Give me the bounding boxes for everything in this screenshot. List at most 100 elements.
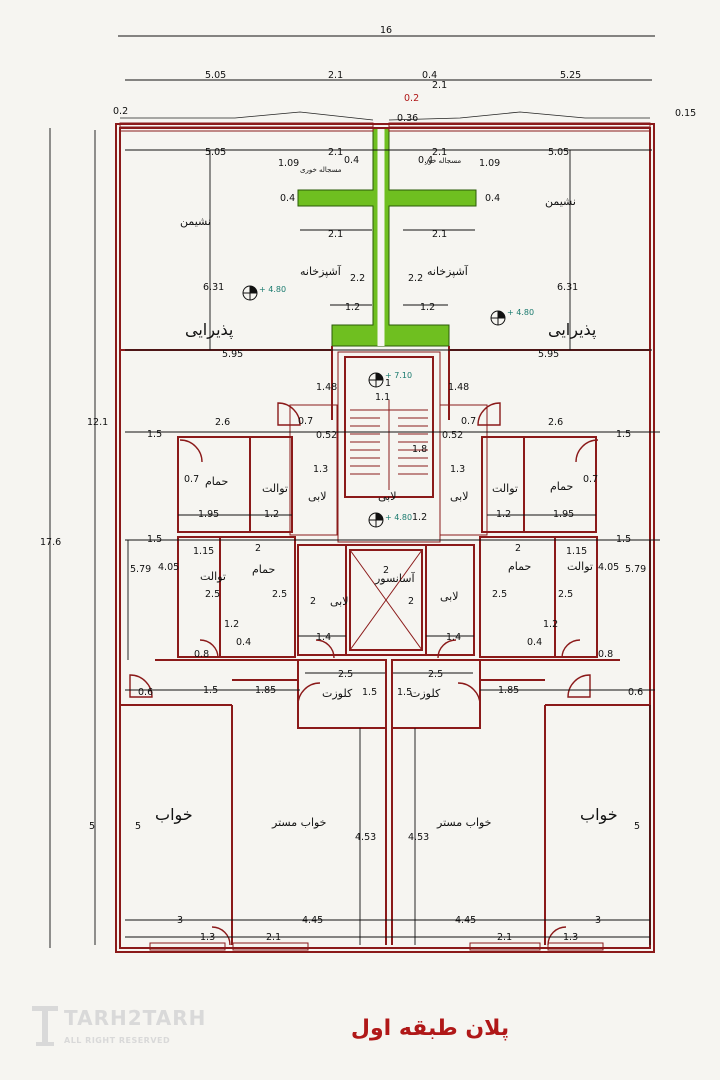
dim-label: 2.1 <box>497 932 512 943</box>
room-label: پذیرایی <box>185 320 233 340</box>
room-label: توالت <box>200 570 226 583</box>
level-label: + 7.10 <box>385 371 412 380</box>
dim-label: 0.6 <box>628 687 643 698</box>
dim-label: 0.36 <box>397 113 418 124</box>
dim-label: 1.95 <box>553 509 574 520</box>
dim-label: 0.52 <box>442 430 463 441</box>
room-label: خواب <box>155 805 193 825</box>
dim-label: 5.95 <box>222 349 243 360</box>
room-label: توالت <box>262 482 288 495</box>
room-label: آشپزخانه <box>427 264 469 278</box>
dim-label: 5.05 <box>548 147 569 158</box>
dim-label: 2 <box>515 543 521 554</box>
dim-label: 1.3 <box>563 932 578 943</box>
dim-label: 2.5 <box>338 669 353 680</box>
room-label: آسانسور <box>374 571 415 585</box>
room-label: توالت <box>567 560 593 573</box>
dim-total-width: 16 <box>380 25 392 36</box>
dim-label: 1.4 <box>316 632 331 643</box>
dim-label: 0.4 <box>280 193 295 204</box>
plan-title: پلان طبقه اول <box>350 1016 510 1041</box>
dim-label: 1.5 <box>147 534 162 545</box>
top-window-strip <box>119 111 651 132</box>
dimension-lines <box>49 35 660 948</box>
dim-label: 3 <box>177 915 183 926</box>
dim-label: 2.1 <box>266 932 281 943</box>
dim-label: 6.31 <box>203 282 224 293</box>
room-label: پذیرایی <box>548 320 596 340</box>
dim-label: 1.5 <box>203 685 218 696</box>
dim-label: 0.7 <box>184 474 199 485</box>
tarh2tarh-logo: TARH2TARH ALL RIGHT RESERVED <box>28 1000 205 1055</box>
dim-label: 0.4 <box>485 193 500 204</box>
dim-label: 2.1 <box>432 147 447 158</box>
dim-label: 4.53 <box>355 832 376 843</box>
dim-label: 1.2 <box>496 509 511 520</box>
dim-label: 1.2 <box>224 619 239 630</box>
dim-label: 2.5 <box>558 589 573 600</box>
dim-label: 4.45 <box>302 915 323 926</box>
room-label: نشیمن <box>180 215 211 228</box>
dim-label: 2.6 <box>548 417 563 428</box>
room-label: خواب مستر <box>436 816 491 829</box>
dim-label: 1.3 <box>450 464 465 475</box>
dim-label: 1.09 <box>278 158 299 169</box>
staircase <box>350 400 428 490</box>
logo-mark-icon <box>32 1006 58 1046</box>
room-label: لابی <box>450 490 469 503</box>
dim-label: 0.4 <box>422 70 437 81</box>
dim-label: 1.3 <box>200 932 215 943</box>
dim-label: 2.1 <box>328 147 343 158</box>
dim-label: 5.05 <box>205 147 226 158</box>
dim-label: 12.1 <box>87 417 108 428</box>
dim-label: 0.7 <box>583 474 598 485</box>
bottom-windows <box>149 942 604 951</box>
dim-label: 2.6 <box>215 417 230 428</box>
dim-label: 5 <box>135 821 141 832</box>
dim-label: 4.05 <box>598 562 619 573</box>
dim-label: 5.05 <box>205 70 226 81</box>
dim-label: 2 <box>310 596 316 607</box>
level-label: + 4.80 <box>385 513 412 522</box>
dim-label: 1.1 <box>375 392 390 403</box>
room-label: حمام <box>550 480 573 493</box>
dim-label: 0.2 <box>404 93 419 104</box>
room-label: توالت <box>492 482 518 495</box>
dim-label: 1.15 <box>193 546 214 557</box>
room-label: آشپزخانه <box>300 264 342 278</box>
dim-label: 0.4 <box>527 637 542 648</box>
dim-label: 5 <box>634 821 640 832</box>
logo-subtitle: ALL RIGHT RESERVED <box>64 1036 171 1045</box>
room-label: خواب <box>580 805 618 825</box>
dim-label: 2 <box>383 565 389 576</box>
exterior-walls <box>115 123 655 953</box>
dim-label: 1.85 <box>255 685 276 696</box>
dim-label: 1.5 <box>147 429 162 440</box>
dim-label: 2.5 <box>205 589 220 600</box>
dim-label: 1.2 <box>543 619 558 630</box>
dim-label: 1.2 <box>345 302 360 313</box>
dim-total-height: 17.6 <box>40 537 61 548</box>
dim-label: 2.5 <box>492 589 507 600</box>
dim-label: 1.85 <box>498 685 519 696</box>
dim-label: 5.79 <box>130 564 151 575</box>
dim-label: 1 <box>385 378 391 389</box>
doors <box>129 402 599 946</box>
dim-label: 0.8 <box>194 649 209 660</box>
room-label: لابی <box>330 595 349 608</box>
logo-brand: TARH2TARH <box>64 1006 207 1030</box>
dim-label: 6.31 <box>557 282 578 293</box>
room-label: حمام <box>252 563 275 576</box>
room-label: کلوزت <box>410 687 441 700</box>
dim-label: 2.2 <box>408 273 423 284</box>
room-label: نشیمن <box>545 195 576 208</box>
dim-label: 4.53 <box>408 832 429 843</box>
dim-label: 1.09 <box>479 158 500 169</box>
room-label: لابی <box>378 490 397 503</box>
dim-label: 0.52 <box>316 430 337 441</box>
dim-label: 1.15 <box>566 546 587 557</box>
room-label: حمام <box>205 475 228 488</box>
dim-label: 1.2 <box>264 509 279 520</box>
dim-label: 5 <box>89 821 95 832</box>
dim-label: 1.5 <box>616 429 631 440</box>
